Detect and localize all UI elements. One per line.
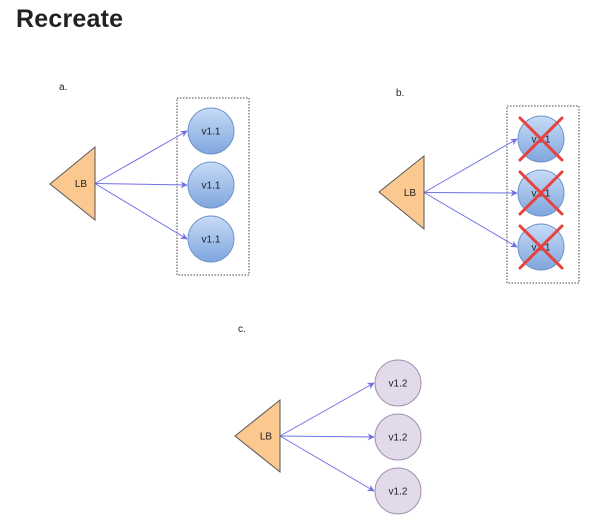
terminated-cross-icon bbox=[518, 224, 564, 270]
arrow-connector bbox=[423, 138, 518, 193]
pod-version-label: v1.1 bbox=[202, 181, 221, 192]
cross-stroke bbox=[518, 224, 564, 270]
load-balancer-shape bbox=[378, 154, 425, 231]
cross-stroke bbox=[518, 170, 564, 216]
pod-node: v1.1 bbox=[517, 223, 565, 271]
arrow-connector bbox=[94, 183, 188, 240]
arrow-connector bbox=[279, 382, 375, 437]
panel-c: c. LB v1.2 v1.2 v1.2 bbox=[234, 324, 422, 515]
page-title: Recreate bbox=[16, 5, 124, 33]
pod-version-label: v1.1 bbox=[202, 127, 221, 138]
arrow-connector bbox=[423, 192, 518, 248]
pod-node: v1.1 bbox=[187, 215, 235, 263]
cross-stroke bbox=[518, 116, 564, 162]
pod-version-label: v1.2 bbox=[389, 379, 408, 390]
pod-version-label: v1.2 bbox=[389, 433, 408, 444]
arrow-connector bbox=[423, 189, 518, 197]
pod-circle bbox=[374, 359, 422, 407]
arrow-connector bbox=[94, 130, 188, 184]
load-balancer-label: LB bbox=[260, 432, 273, 443]
pod-node: v1.1 bbox=[187, 107, 235, 155]
pod-node: v1.1 bbox=[517, 169, 565, 217]
pod-circle bbox=[187, 161, 235, 209]
arrow-connector bbox=[279, 433, 375, 441]
arrow-connector bbox=[94, 181, 188, 189]
load-balancer-label: LB bbox=[75, 179, 88, 190]
load-balancer-label: LB bbox=[404, 188, 417, 199]
panel-a: a. LB v1.1 v1.1 v1.1 bbox=[49, 82, 250, 276]
load-balancer-shape bbox=[234, 398, 281, 474]
arrow-connector bbox=[279, 435, 375, 492]
panel-label: c. bbox=[238, 324, 246, 335]
pod-circle bbox=[187, 107, 235, 155]
terminated-cross-icon bbox=[518, 116, 564, 162]
panel-label: a. bbox=[59, 82, 67, 93]
pod-circle bbox=[374, 467, 422, 515]
pod-node: v1.1 bbox=[187, 161, 235, 209]
pod-node: v1.2 bbox=[374, 359, 422, 407]
pod-circle bbox=[374, 413, 422, 461]
replica-group-box bbox=[506, 105, 580, 284]
pod-version-label: v1.2 bbox=[389, 487, 408, 498]
pod-circle bbox=[187, 215, 235, 263]
pod-node: v1.2 bbox=[374, 413, 422, 461]
load-balancer-shape bbox=[49, 145, 96, 222]
pod-node: v1.2 bbox=[374, 467, 422, 515]
pod-version-label: v1.1 bbox=[202, 235, 221, 246]
replica-group-box bbox=[176, 97, 250, 276]
panel-b: b. LB v1.1 v1.1 v1.1 bbox=[378, 88, 580, 284]
panel-label: b. bbox=[396, 88, 404, 99]
pod-node: v1.1 bbox=[517, 115, 565, 163]
terminated-cross-icon bbox=[518, 170, 564, 216]
